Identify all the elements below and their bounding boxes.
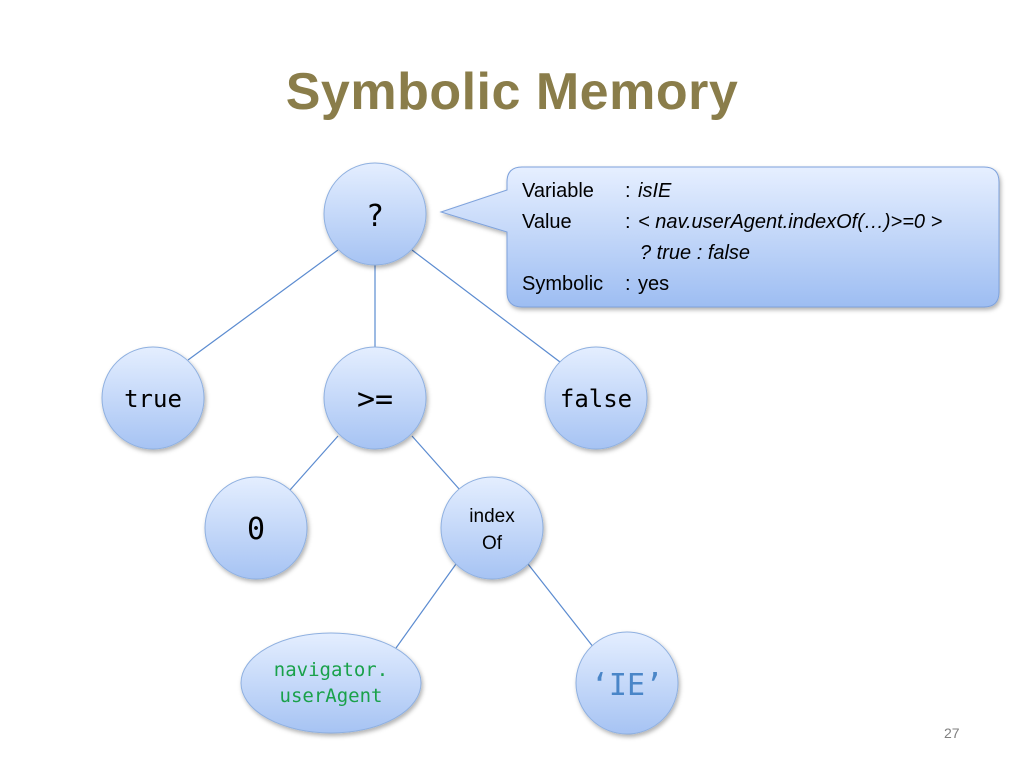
callout-value-line2: ? true : false bbox=[640, 242, 751, 264]
node-indexof-label-line2: Of bbox=[482, 533, 503, 554]
callout-row-value: Value : < nav.userAgent.indexOf(…)>=0 > bbox=[522, 207, 942, 238]
node-indexof-label-line1: index bbox=[469, 506, 515, 527]
node-navigator-label-line2: userAgent bbox=[280, 685, 383, 707]
callout-row-variable: Variable : isIE bbox=[522, 176, 942, 207]
callout-content: Variable : isIE Value : < nav.userAgent.… bbox=[522, 176, 942, 300]
edge-indexof-ie bbox=[527, 563, 595, 649]
node-root-label: ? bbox=[366, 199, 384, 234]
edge-gte-indexof bbox=[411, 435, 461, 491]
callout-separator: : bbox=[625, 180, 631, 202]
edge-root-true bbox=[187, 249, 339, 361]
node-true: true bbox=[101, 346, 205, 450]
callout-bubble bbox=[439, 166, 1000, 308]
node-root: ? bbox=[323, 162, 427, 266]
callout-row-symbolic: Symbolic : yes bbox=[522, 269, 942, 300]
callout-value-key: Value bbox=[522, 211, 572, 233]
node-navigator-useragent: navigator. userAgent bbox=[240, 632, 422, 734]
edge-root-false bbox=[411, 249, 561, 363]
node-navigator-label-line1: navigator. bbox=[274, 659, 388, 681]
node-false-label: false bbox=[560, 385, 632, 413]
node-false: false bbox=[544, 346, 648, 450]
callout-value-line1: < nav.userAgent.indexOf(…)>=0 > bbox=[638, 211, 943, 233]
node-zero-label: 0 bbox=[247, 512, 265, 547]
node-ie-string: ‘IE’ bbox=[575, 631, 679, 735]
node-ie-string-label: ‘IE’ bbox=[591, 668, 663, 703]
callout-variable-key: Variable bbox=[522, 180, 594, 202]
callout-variable-value: isIE bbox=[638, 180, 672, 202]
edge-indexof-navigator bbox=[395, 563, 457, 649]
node-indexof: index Of bbox=[440, 476, 544, 580]
node-gte-label: >= bbox=[357, 382, 393, 417]
tree-edges bbox=[187, 249, 595, 649]
slide-title: Symbolic Memory bbox=[285, 63, 739, 121]
slide-number: 27 bbox=[944, 725, 960, 741]
node-true-label: true bbox=[124, 385, 182, 413]
callout-symbolic-key: Symbolic bbox=[522, 273, 604, 295]
callout-separator: : bbox=[625, 273, 631, 295]
edge-gte-zero bbox=[289, 435, 339, 491]
callout-symbolic-value: yes bbox=[638, 273, 670, 295]
callout-separator: : bbox=[625, 211, 631, 233]
node-zero: 0 bbox=[204, 476, 308, 580]
node-gte: >= bbox=[323, 346, 427, 450]
